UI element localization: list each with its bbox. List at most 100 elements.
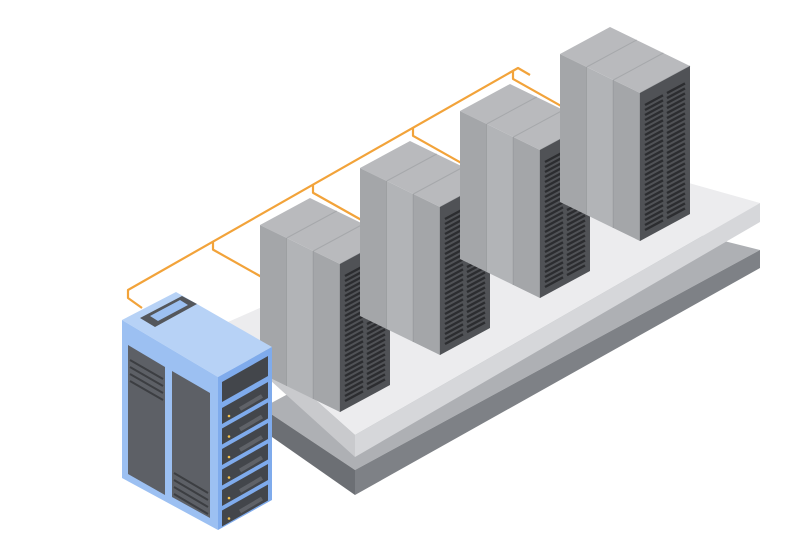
cabinet-top-seam: [413, 166, 464, 195]
rack-vent: [466, 301, 486, 314]
base-slab-front: [355, 250, 760, 495]
rack-vent: [344, 390, 364, 403]
rack-vent: [666, 107, 686, 120]
rack-vent: [666, 187, 686, 200]
rack-vent: [666, 132, 686, 145]
rack-vent: [644, 194, 664, 207]
rack-vent: [566, 219, 586, 232]
rack-cabinet-side: [586, 67, 614, 228]
rack-vent: [666, 162, 686, 175]
tower-drive-slot: [222, 484, 268, 527]
rack-vent: [644, 134, 664, 147]
rack-vent: [344, 335, 364, 348]
rack-vent: [644, 129, 664, 142]
rack-vent: [344, 320, 364, 333]
rack-vent: [644, 109, 664, 122]
rack-vent: [666, 177, 686, 190]
drive-bay: [238, 455, 264, 473]
rack-vent: [644, 174, 664, 187]
rack-vent: [644, 99, 664, 112]
rack-vent: [666, 122, 686, 135]
rack-vent: [544, 206, 564, 219]
rack-vent: [644, 119, 664, 132]
rack-vent: [644, 149, 664, 162]
rack-vent: [466, 276, 486, 289]
tower-drive-slot: [222, 382, 268, 424]
rack-vent: [666, 92, 686, 105]
rack-vent: [644, 94, 664, 107]
status-led: [227, 414, 231, 418]
rack-vent: [366, 353, 386, 366]
tower-side-vent: [129, 359, 164, 380]
rack-vent: [544, 226, 564, 239]
rack-vent: [344, 345, 364, 358]
rack-cabinet-side: [613, 80, 640, 241]
drive-bay: [238, 496, 264, 514]
rack-vent: [666, 207, 686, 220]
rack-vent: [344, 325, 364, 338]
rack-vent: [566, 244, 586, 257]
tower-side-vent: [129, 380, 164, 401]
tower-side-vent: [173, 479, 209, 501]
base-slab-side: [262, 408, 355, 495]
rack-group: [560, 27, 691, 241]
rack-vent: [544, 246, 564, 259]
status-led: [227, 496, 231, 500]
rack-vent: [566, 229, 586, 242]
rack-vent: [444, 308, 464, 321]
tower-control-panel: [222, 356, 268, 402]
rack-cabinet-side: [286, 238, 314, 399]
cable-drop: [511, 70, 562, 107]
rack-vent: [366, 358, 386, 371]
rack-vent: [466, 286, 486, 299]
rack-vent: [444, 258, 464, 271]
tower-side-vent: [129, 366, 164, 387]
tower-side-vent: [129, 373, 164, 394]
rack-vent: [366, 368, 386, 381]
rack-vent: [544, 251, 564, 264]
rack-vent: [344, 360, 364, 373]
rack-vent: [366, 338, 386, 351]
rack-group: [360, 141, 491, 355]
rack-vent: [644, 104, 664, 117]
rack-vent: [344, 350, 364, 363]
rack-vent: [644, 154, 664, 167]
rack-vent: [666, 202, 686, 215]
rack-vent: [644, 164, 664, 177]
tower-side-panel: [128, 345, 165, 495]
rack-vent: [566, 239, 586, 252]
tower-drive-slot: [222, 402, 268, 445]
rack-vent: [466, 311, 486, 324]
rack-vent: [366, 328, 386, 341]
rack-vent: [444, 283, 464, 296]
rack-vent: [666, 112, 686, 125]
rack-vent: [344, 385, 364, 398]
rack-vent: [444, 313, 464, 326]
rack-vent: [666, 182, 686, 195]
rack-cabinet-side: [460, 111, 487, 272]
rack-vent: [544, 231, 564, 244]
rack-vent: [666, 172, 686, 185]
rack-vent: [344, 365, 364, 378]
rack-vent: [644, 214, 664, 227]
drive-bay: [238, 435, 264, 452]
rack-vent: [366, 373, 386, 386]
rack-top: [360, 141, 490, 207]
rack-vent: [444, 263, 464, 276]
rack-vent: [644, 169, 664, 182]
rack-vent: [666, 167, 686, 180]
rack-cabinet-side: [313, 251, 340, 412]
rack-vent: [544, 221, 564, 234]
server-racks: [260, 27, 691, 412]
rack-vent: [444, 278, 464, 291]
rack-vent: [566, 234, 586, 247]
rack-vent: [666, 127, 686, 140]
rack-vent: [444, 323, 464, 336]
cabinet-top-seam: [286, 210, 337, 239]
rack-vent: [366, 348, 386, 361]
rack-vent: [344, 330, 364, 343]
rack-vent: [644, 139, 664, 152]
cabinet-top-seam: [313, 223, 364, 252]
rack-vent: [666, 82, 686, 95]
